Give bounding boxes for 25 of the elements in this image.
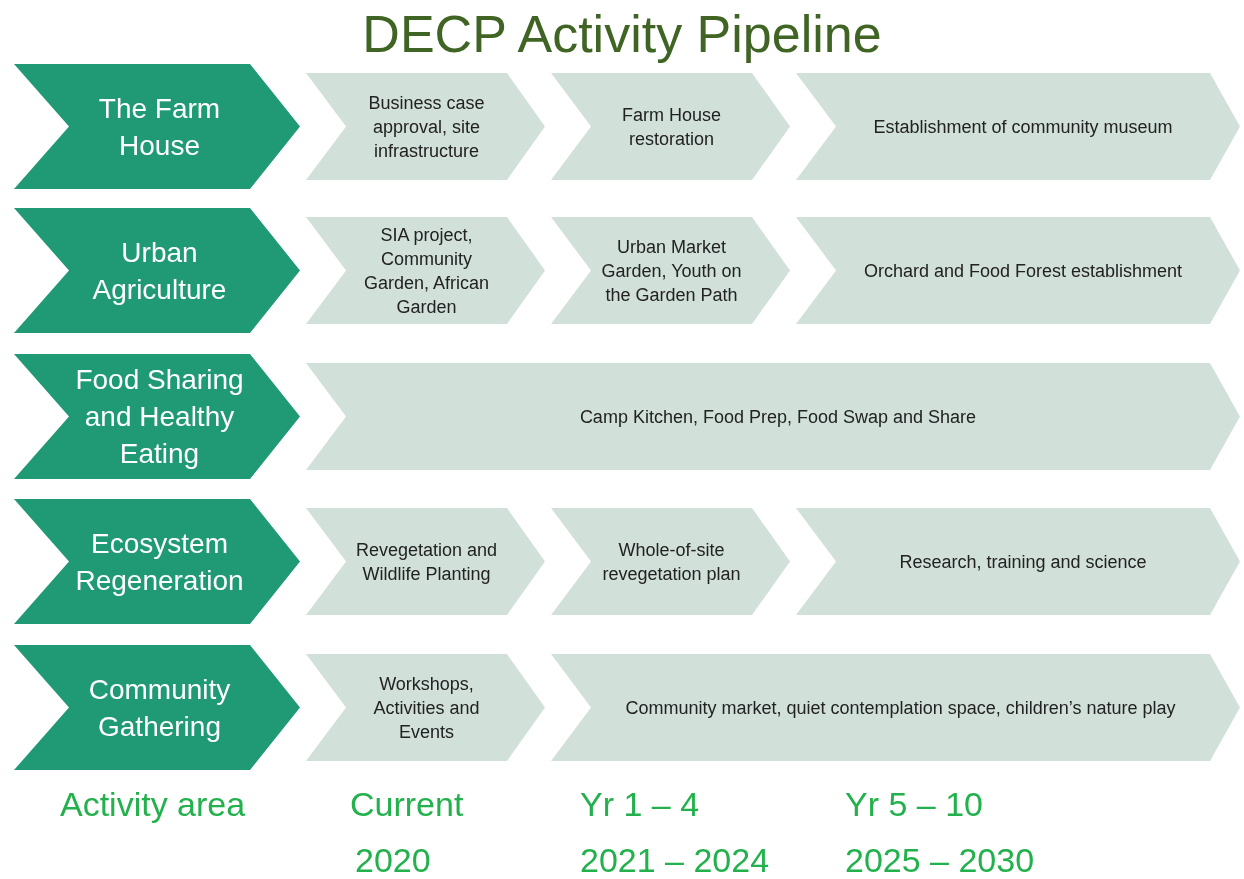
timeline-label: Current [350,785,464,824]
pipeline-step: Whole-of-site revegetation plan [551,508,790,615]
pipeline-step: Camp Kitchen, Food Prep, Food Swap and Share [306,363,1240,470]
pipeline-step: Workshops, Activities and Events [306,654,545,761]
pipeline-step: Urban Market Garden, Youth on the Garden Path [551,217,790,324]
pipeline-step: Revegetation and Wildlife Planting [306,508,545,615]
timeline-label: 2021 – 2024 [580,841,770,879]
pipeline-step: Community market, quiet contemplation space, children’s nature play [551,654,1240,761]
pipeline-step: Research, training and science [796,508,1240,615]
title: DECP Activity Pipeline [361,4,883,64]
timeline-label: Yr 5 – 10 [845,785,983,824]
activity-area-step: Community Gathering [14,645,300,770]
activity-area-step: Ecosystem Regeneration [14,499,300,624]
activity-area-step: The Farm House [14,64,300,189]
axis-label: Activity area [60,785,246,824]
timeline-label: 2025 – 2030 [845,841,1035,879]
pipeline-step: Farm House restoration [551,73,790,180]
pipeline-step: Orchard and Food Forest establishment [796,217,1240,324]
timeline-label: Yr 1 – 4 [580,785,700,824]
activity-area-step: Food Sharing and Healthy Eating [14,354,300,479]
pipeline-step: Establishment of community museum [796,73,1240,180]
activity-area-step: Urban Agriculture [14,208,300,333]
pipeline-step: SIA project, Community Garden, African Garden [306,217,545,324]
pipeline-step: Business case approval, site infrastructure [306,73,545,180]
timeline-label: 2020 [355,841,431,879]
